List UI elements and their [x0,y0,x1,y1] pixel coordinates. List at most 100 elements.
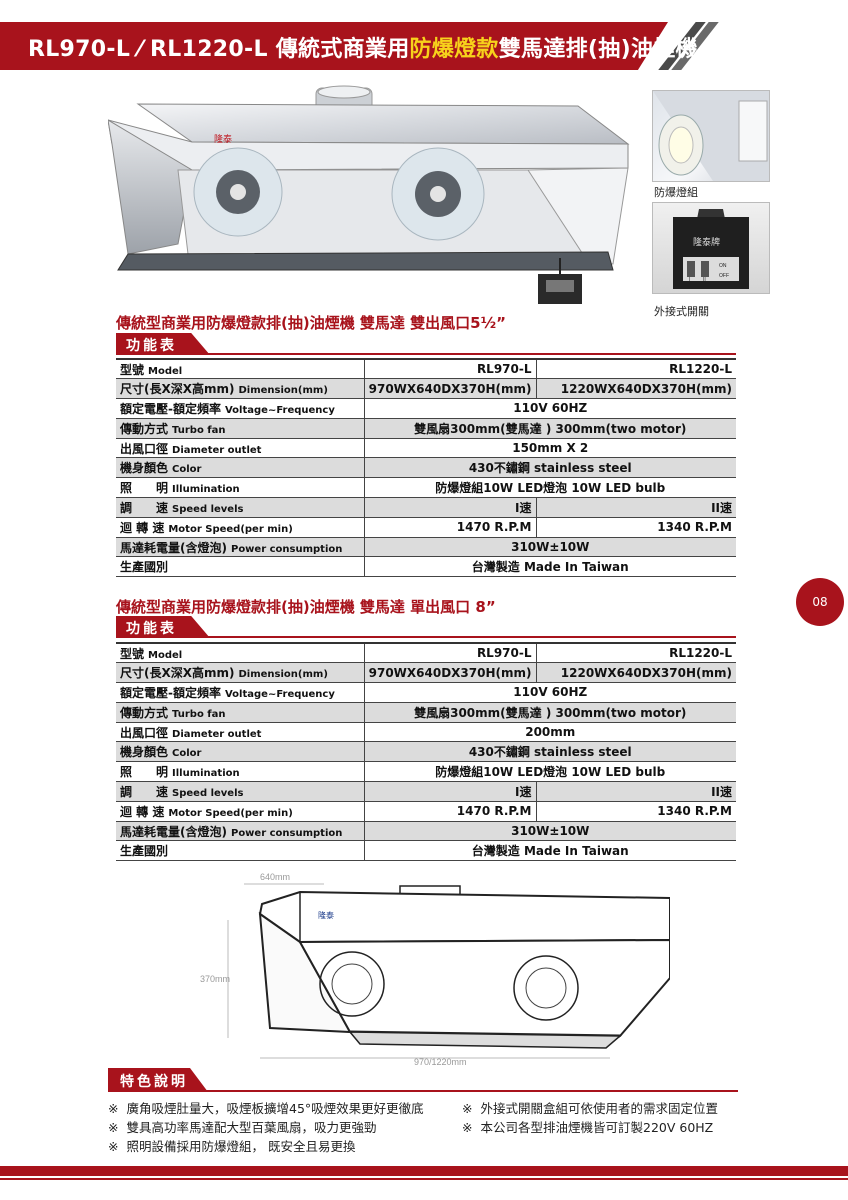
spec-value-rl970: 970WX640DX370H(mm) [363,662,536,684]
feature-item: ※廣角吸煙肚量大，吸煙板擴增45°吸煙效果更好更徹底 [108,1101,424,1116]
spec-row: 尺寸(長X深X高mm)Dimension(mm)970WX640DX370H(m… [116,378,736,400]
spec-value-rl1220: II速 [535,781,736,802]
spec-label: 生產國別 [116,840,364,862]
page-header: RL970-L ⁄ RL1220-L 傳統式商業用防爆燈款雙馬達排(抽)油煙機 [0,22,719,70]
spec-value-rl1220: 1220WX640DX370H(mm) [535,378,736,400]
spec-value-rl1220: 1220WX640DX370H(mm) [535,662,736,684]
dim-depth-label: 640mm [260,872,290,882]
spec-value-rl970: RL970-L [363,358,536,380]
spec-label: 生產國別 [116,556,364,578]
footer-rule [0,1178,848,1180]
features-tag-label: 特色說明 [120,1074,188,1090]
spec-value: 雙風扇300mm(雙馬達 ) 300mm(two motor) [363,418,736,439]
spec-value-rl1220: II速 [535,497,736,518]
page-title: RL970-L ⁄ RL1220-L 傳統式商業用防爆燈款雙馬達排(抽)油煙機 [28,37,698,62]
spec-row: 尺寸(長X深X高mm)Dimension(mm)970WX640DX370H(m… [116,662,736,684]
spec-value: 110V 60HZ [363,682,736,703]
section2-tag-label: 功能表 [126,621,177,637]
spec-value: 310W±10W [363,821,736,842]
section1-tag-label: 功能表 [126,338,177,354]
spec-value: 310W±10W [363,537,736,558]
drawing-brand-logo: 隆泰 [318,910,334,920]
feature-item: ※本公司各型排油煙機皆可訂製220V 60HZ [462,1120,714,1135]
spec-value: 雙風扇300mm(雙馬達 ) 300mm(two motor) [363,702,736,723]
dim-height-label: 370mm [200,974,230,984]
spec-value: 台灣製造 Made In Taiwan [363,840,736,862]
external-switch-photo: 隆泰牌 I II ON OFF [652,202,770,294]
spec-value-rl1220: 1340 R.P.M [535,517,736,538]
dim-width-label: 970/1220mm [414,1057,467,1067]
switch-label-on: ON [719,263,727,269]
header-bar [0,22,668,70]
spec-value: 430不鏽鋼 stainless steel [363,457,736,479]
explosion-proof-lamp-photo [652,90,770,182]
title-highlight: 防爆燈款 [409,37,499,62]
caption-lamp: 防爆燈組 [654,186,698,199]
section2-tag: 功能表 [116,616,736,638]
switch-label-off: OFF [719,273,729,279]
spec-value-rl970: 1470 R.P.M [363,801,536,822]
feature-item: ※外接式開關盒組可依使用者的需求固定位置 [462,1101,718,1116]
spec-value-rl1220: 1340 R.P.M [535,801,736,822]
section1-title: 傳統型商業用防爆燈款排(抽)油煙機 雙馬達 雙出風口5½” [116,314,506,332]
spec-label: 尺寸(長X深X高mm)Dimension(mm) [116,662,364,684]
switch-label-speed1: I [689,277,690,283]
spec-value-rl970: I速 [363,497,536,518]
section2-title: 傳統型商業用防爆燈款排(抽)油煙機 雙馬達 單出風口 8” [116,598,496,616]
spec-value: 防爆燈組10W LED燈泡 10W LED bulb [363,761,736,783]
brand-logo: 隆泰 [214,133,232,144]
spec-value: 防爆燈組10W LED燈泡 10W LED bulb [363,477,736,499]
spec-label: 尺寸(長X深X高mm)Dimension(mm) [116,378,364,400]
feature-item: ※雙具高功率馬達配大型百葉風扇，吸力更強勁 [108,1120,377,1135]
spec-value-rl970: I速 [363,781,536,802]
spec-value-rl970: RL970-L [363,642,536,664]
spec-label: 馬達耗電量(含燈泡)Power consumption [116,821,364,842]
spec-value-rl970: 1470 R.P.M [363,517,536,538]
spec-value: 150mm X 2 [363,438,736,459]
hood-line-drawing: 640mm 370mm 970/1220mm 隆泰 [200,872,671,1067]
spec-row: 生產國別台灣製造 Made In Taiwan [116,840,736,862]
spec-value: 430不鏽鋼 stainless steel [363,741,736,763]
lamp-illustration [653,91,769,181]
feature-item: ※照明設備採用防爆燈組， 既安全且易更換 [108,1139,356,1154]
section1-tag: 功能表 [116,333,736,355]
spec-value: 110V 60HZ [363,398,736,419]
features-tag: 特色說明 [108,1068,738,1092]
spec-value-rl1220: RL1220-L [535,642,736,664]
product-photo: 隆泰 [107,84,638,314]
footer-bar [0,1166,848,1176]
range-hood-illustration: 隆泰 [107,85,630,304]
caption-switch: 外接式開關 [654,305,709,318]
